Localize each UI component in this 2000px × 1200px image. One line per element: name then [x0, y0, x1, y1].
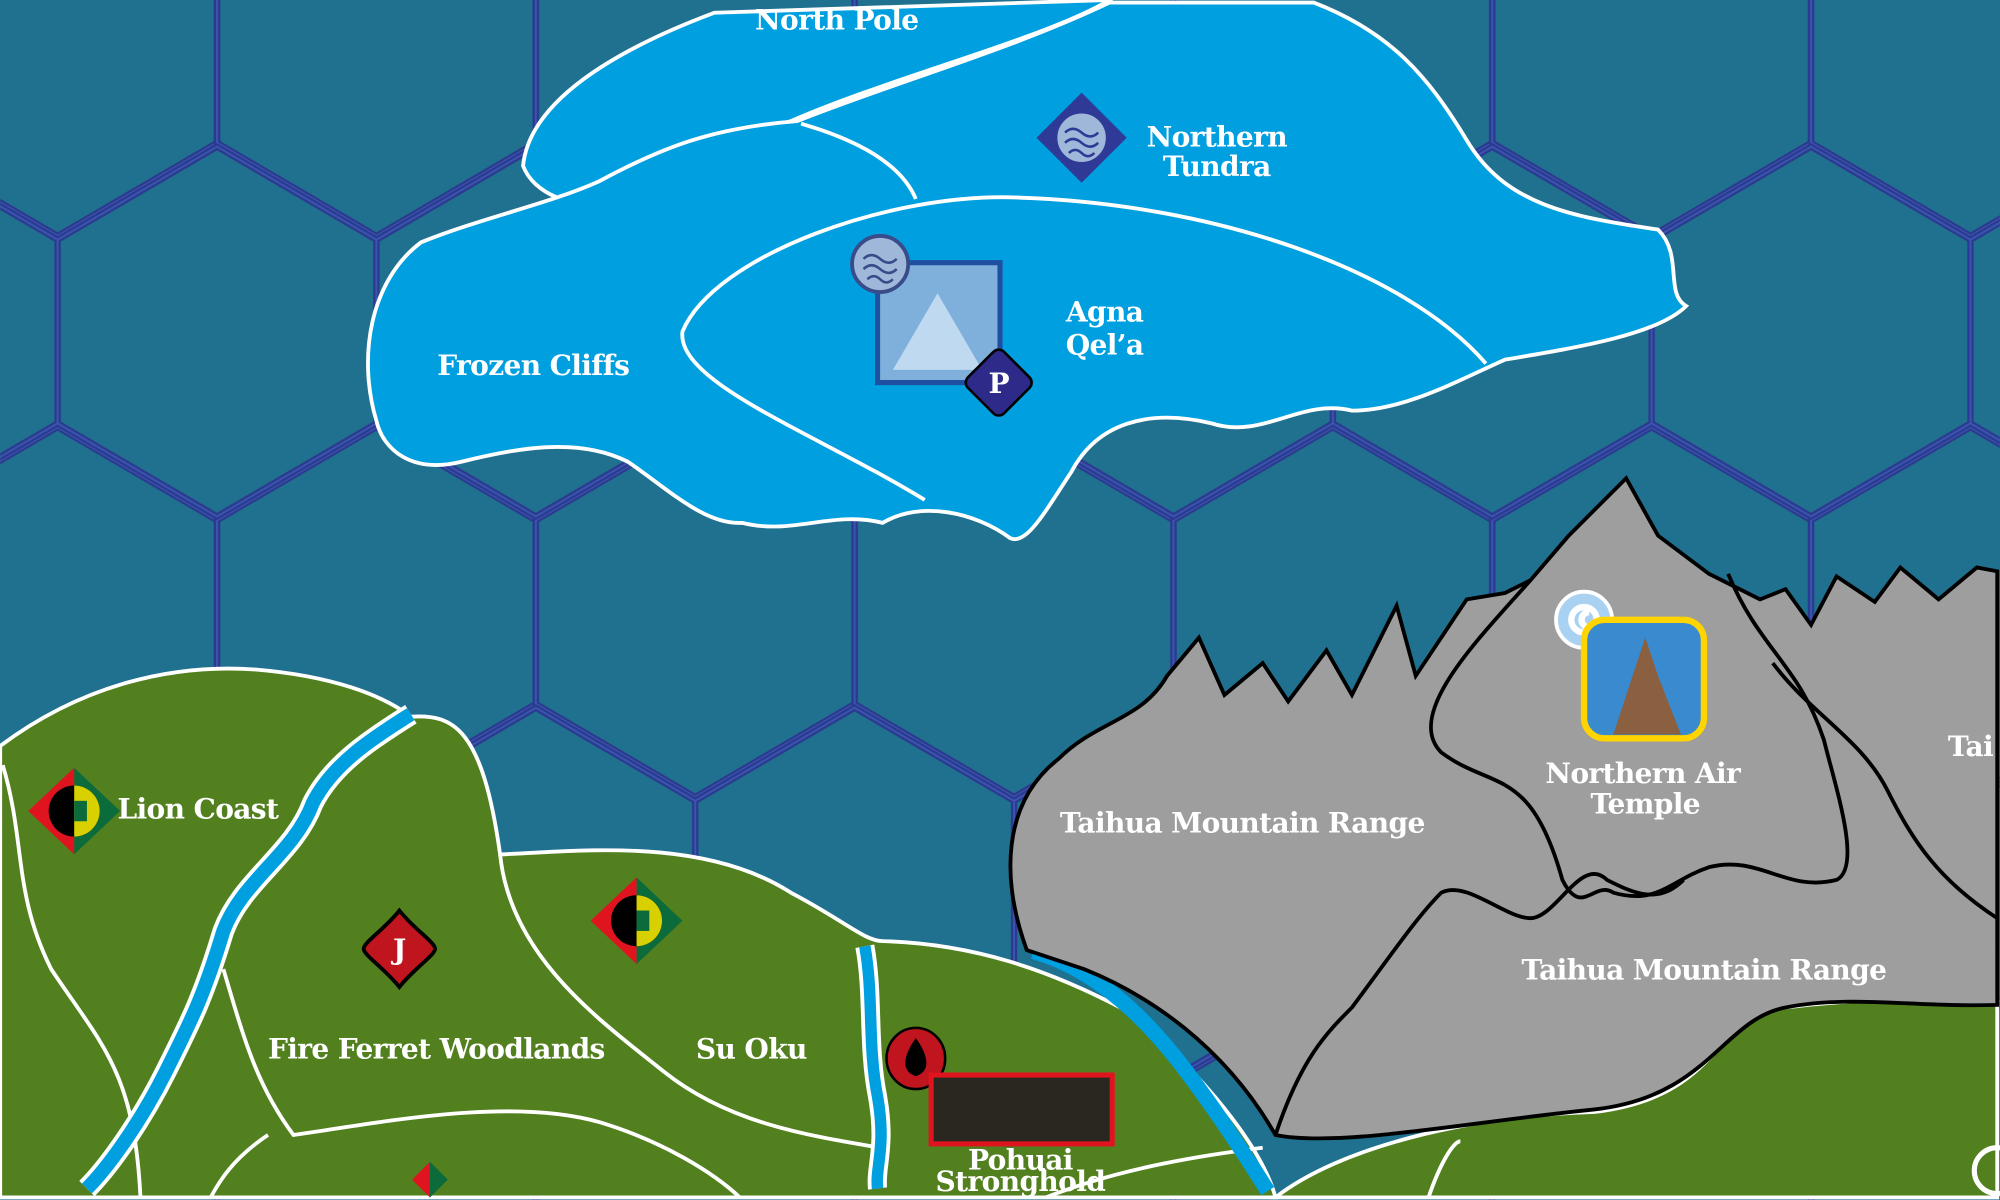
air-nomad-partial-icon: [1971, 1145, 2000, 1197]
mountain-region[interactable]: [1008, 475, 2000, 1141]
label-northern-air-temple-2[interactable]: Temple: [1591, 788, 1701, 821]
northern-air-temple-thumbnail[interactable]: [1580, 616, 1708, 742]
label-fire-ferret-woodlands[interactable]: Fire Ferret Woodlands: [268, 1032, 605, 1065]
label-taihua-partial[interactable]: Tai: [1948, 730, 1994, 763]
label-frozen-cliffs[interactable]: Frozen Cliffs: [437, 349, 630, 382]
label-northern-tundra[interactable]: Northern: [1147, 121, 1288, 154]
water-tribe-icon[interactable]: [1036, 92, 1127, 183]
label-taihua-mountain-range-2[interactable]: Taihua Mountain Range: [1522, 953, 1887, 986]
label-agna-qela[interactable]: Agna: [1065, 295, 1144, 328]
ice-landmass[interactable]: [366, 0, 1690, 542]
label-agna-qela-2[interactable]: Qel’a: [1066, 329, 1145, 362]
label-pohuai-stronghold-2[interactable]: Stronghold: [936, 1165, 1106, 1198]
label-pohuai-stronghold[interactable]: Pohuai: [968, 1143, 1073, 1176]
label-lion-coast[interactable]: Lion Coast: [117, 793, 279, 826]
label-northern-air-temple[interactable]: Northern Air: [1545, 757, 1742, 790]
taihua-mountains: [1008, 475, 2000, 1141]
tundra-border: [800, 121, 918, 200]
j-badge[interactable]: J: [361, 907, 437, 991]
earth-fire-contested-icon[interactable]: [590, 877, 683, 965]
earth-fire-contested-icon[interactable]: [412, 1161, 448, 1198]
p-badge[interactable]: P: [963, 347, 1035, 419]
p-badge-label: P: [988, 367, 1009, 400]
pohuai-stronghold-thumbnail[interactable]: [928, 1072, 1115, 1147]
j-badge-label: J: [390, 933, 406, 966]
label-northern-tundra-2[interactable]: Tundra: [1163, 150, 1272, 183]
northern-water-tribe-region: [366, 0, 1690, 542]
label-su-oku[interactable]: Su Oku: [696, 1032, 808, 1065]
earth-fire-contested-icon[interactable]: [28, 767, 121, 855]
rivers: [79, 704, 1275, 1197]
agna-qela-border: [680, 195, 1488, 502]
water-tribe-icon[interactable]: [850, 234, 911, 294]
label-taihua-mountain-range[interactable]: Taihua Mountain Range: [1060, 807, 1425, 840]
ridge-lines: [1273, 573, 1999, 1136]
label-north-pole[interactable]: North Pole: [755, 3, 919, 36]
region-labels: North Pole Northern Tundra Frozen Cliffs…: [117, 3, 1993, 1198]
